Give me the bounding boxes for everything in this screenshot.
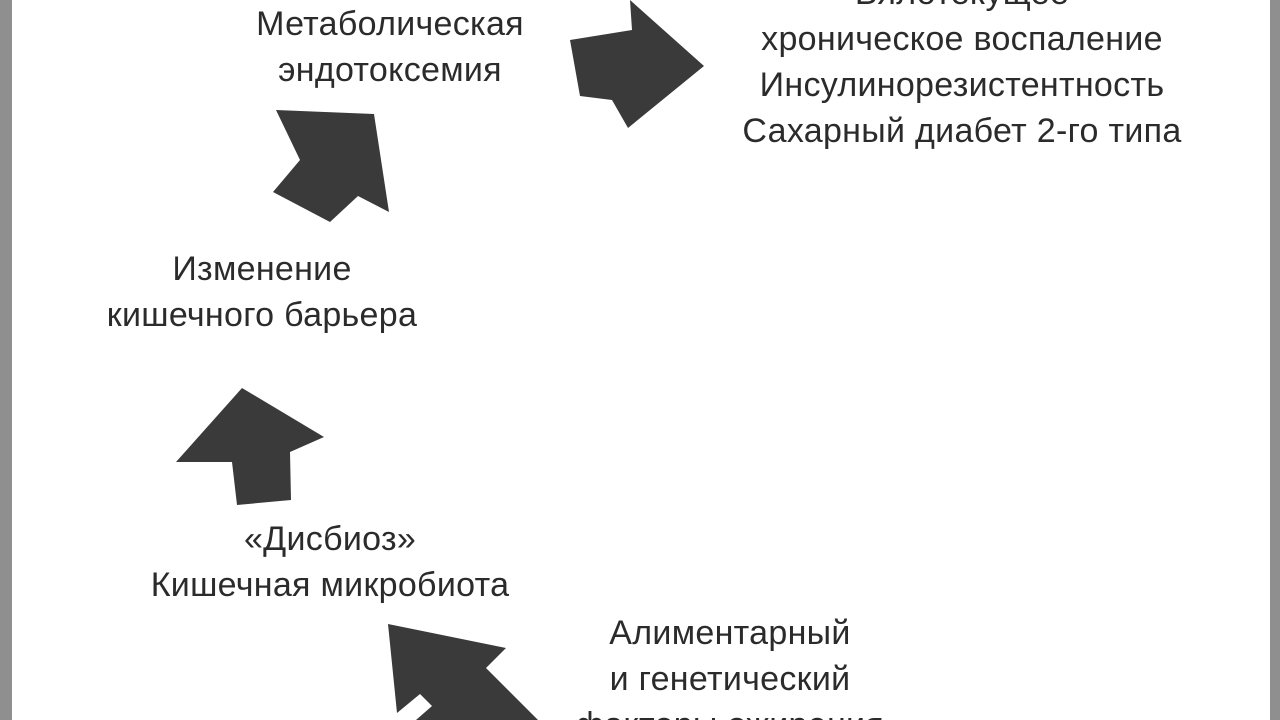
diagram-paper <box>12 0 1270 720</box>
node-gut-barrier-change: Изменение кишечного барьера <box>42 246 482 338</box>
arrow-up-right-icon <box>273 110 389 222</box>
node-dysbiosis: «Дисбиоз» Кишечная микробиота <box>86 516 574 608</box>
node-line: и генетический <box>609 660 851 698</box>
node-line: Сахарный диабет 2-го типа <box>742 112 1182 150</box>
node-line: Инсулинорезистентность <box>759 66 1165 104</box>
node-line: Алиментарный <box>609 614 851 652</box>
node-obesity-factors: Алиментарный и генетический факторы ожир… <box>520 610 940 720</box>
node-line: факторы ожирения <box>520 702 940 720</box>
node-outcomes: Вялотекущее хроническое воспаление Инсул… <box>692 0 1232 154</box>
node-metabolic-endotoxemia: Метаболическая эндотоксемия <box>222 1 558 93</box>
node-line: Кишечная микробиота <box>150 566 510 604</box>
node-line: кишечного барьера <box>106 296 418 334</box>
arrow-up-left-icon <box>388 624 538 720</box>
node-line: эндотоксемия <box>278 51 502 89</box>
node-line: хроническое воспаление <box>761 20 1163 58</box>
arrow-up-icon <box>176 388 324 505</box>
node-line: Метаболическая <box>256 5 524 43</box>
node-line: Вялотекущее <box>692 0 1232 16</box>
arrow-right-icon <box>570 0 704 128</box>
node-line: Изменение <box>172 250 352 288</box>
node-line: «Дисбиоз» <box>243 520 417 558</box>
